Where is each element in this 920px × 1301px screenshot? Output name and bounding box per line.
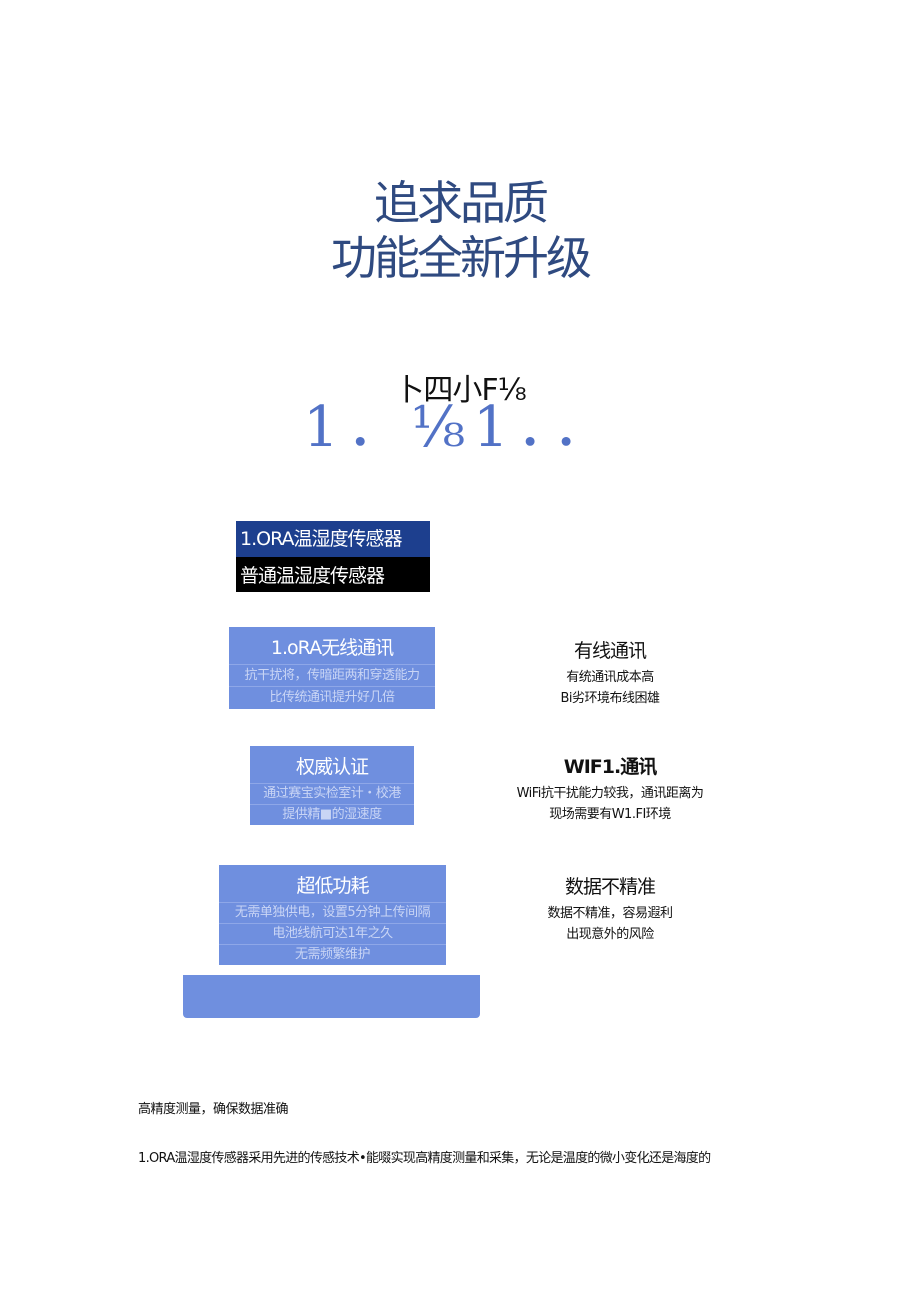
title-line-1: 追求品质 [374,176,549,230]
comparison-wired: 有线通讯 有统通讯成本高 Bi劣环境布线困雄 [480,636,740,709]
subtitle-line-1: 卜四小F⅛ [394,373,526,408]
subtitle-line-2: 1．⅛1．． [303,395,617,460]
comparison-wifi: WIF1.通讯 WiFi抗干扰能力较我，通讯距离为 现场需要有W1.FI环境 [480,752,740,825]
comparison-heading: 数据不精准 [564,876,656,898]
comparison-line: 出现意外的风险 [566,927,654,942]
feature-panel-low-power: 超低功耗 无需单独供电，设置5分钟上传间隔 电池线航可达1年之久 无需频繁维护 [219,865,446,965]
comparison-line: Bi劣环境布线困雄 [560,691,660,706]
panel-heading: 超低功耗 [296,875,369,897]
section-body: 1.ORA温湿度传感器采用先进的传感技术•能啜实现高精度测量和采集，无论是温度的… [138,1151,711,1166]
panel-line: 比传统通讯提升好几倍 [229,686,435,708]
panel-line: 提供精■的湿速度 [250,804,414,825]
comparison-line: 有统通讯成本高 [566,670,654,685]
panel-heading: 权威认证 [295,756,369,778]
legend-lora-label: 1.ORA温湿度传感器 [236,521,430,557]
comparison-line: WiFi抗干扰能力较我，通讯距离为 [516,786,704,801]
pyramid-base [183,975,480,1018]
comparison-heading: WIF1.通讯 [563,756,657,778]
feature-panel-lora: 1.oRA无线通讯 抗干扰将，传暗距两和穿透能力 比传统通讯提升好几倍 [229,627,435,709]
comparison-line: 数据不精准，容易遐利 [547,906,673,921]
panel-line: 无需单独供电，设置5分钟上传间隔 [219,902,446,923]
comparison-inaccurate: 数据不精准 数据不精准，容易遐利 出现意外的风险 [480,872,740,945]
panel-line: 电池线航可达1年之久 [219,923,446,944]
panel-line: 通过赛宝实检室计・校港 [250,783,414,804]
panel-heading: 1.oRA无线通讯 [270,637,394,659]
comparison-line: 现场需要有W1.FI环境 [549,807,671,822]
panel-line: 无需频繁维护 [219,944,446,965]
comparison-heading: 有线通讯 [573,640,647,662]
section-heading: 高精度测量，确保数据准确 [138,1102,289,1117]
feature-panel-certification: 权威认证 通过赛宝实检室计・校港 提供精■的湿速度 [250,746,414,825]
legend-normal-label: 普通温湿度传感器 [240,565,385,587]
title-line-2: 功能全新升级 [331,231,592,285]
panel-line: 抗干扰将，传暗距两和穿透能力 [229,664,435,686]
